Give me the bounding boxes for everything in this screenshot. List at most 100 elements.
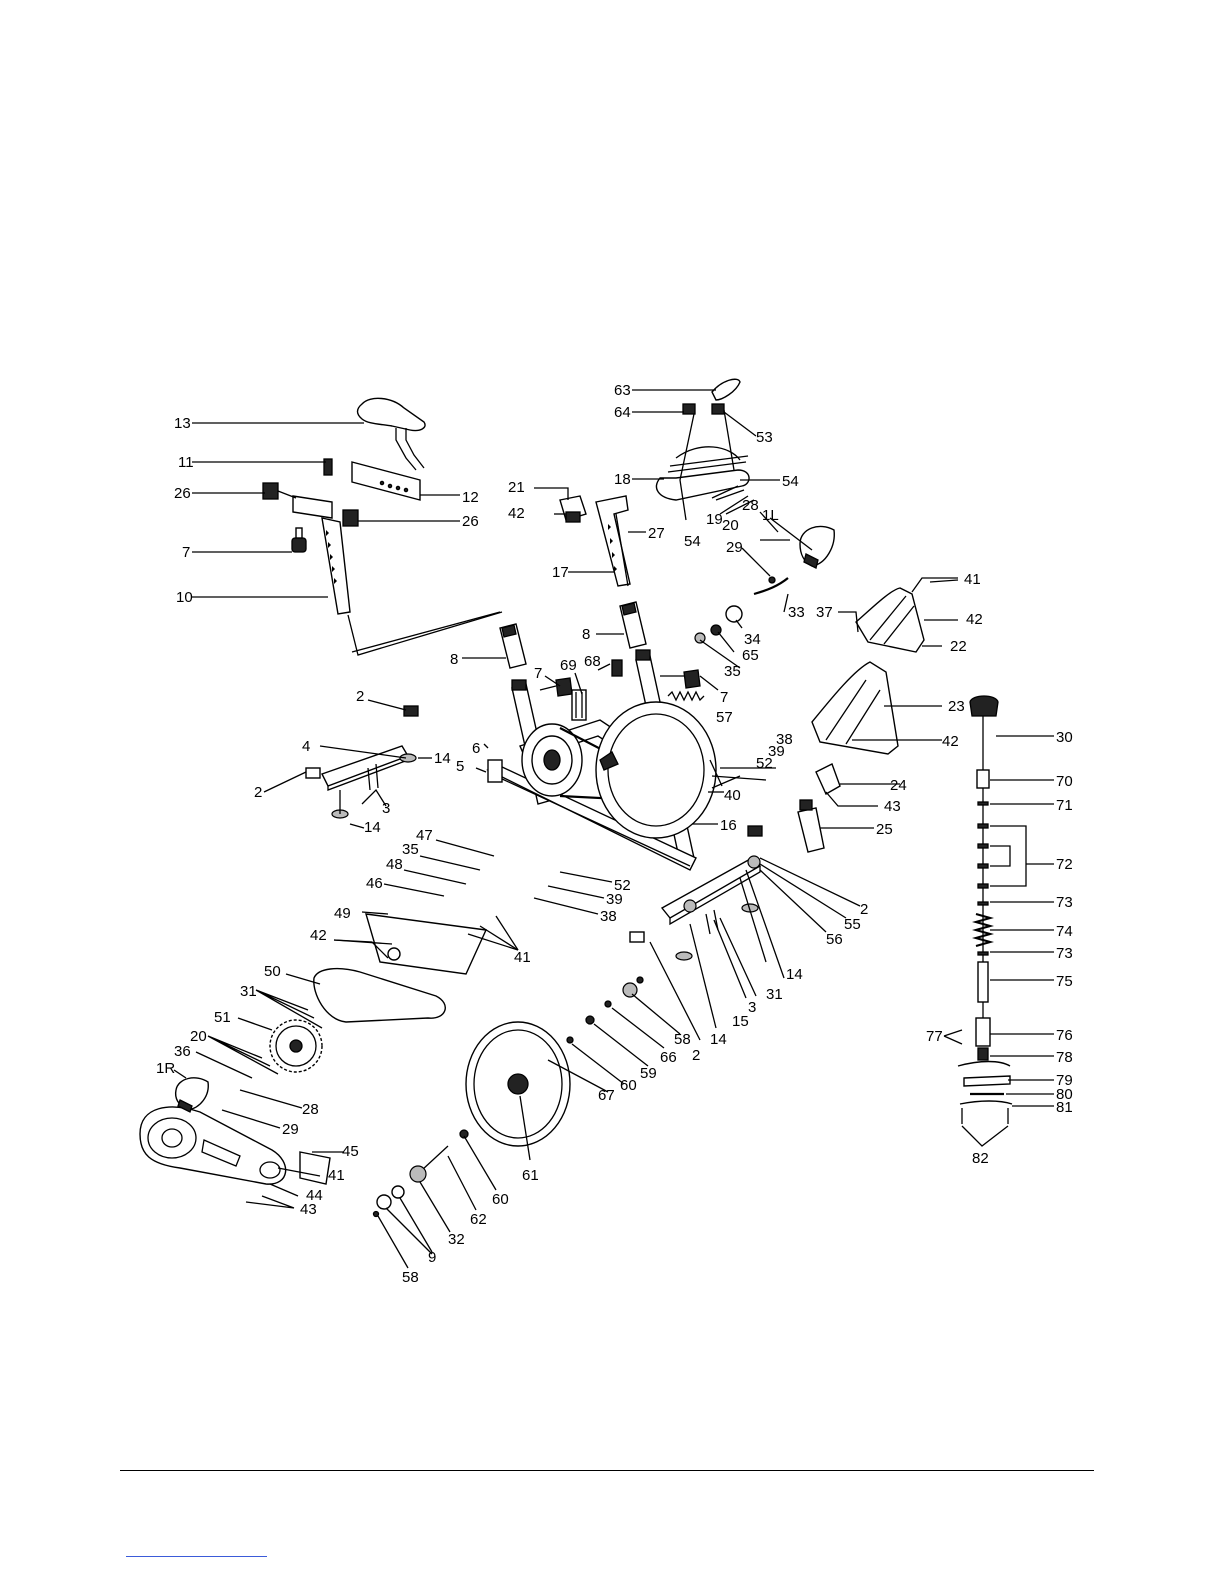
callout-44: 44 [306,1187,323,1204]
callout-14-top: 14 [434,750,451,767]
callout-35-top: 35 [724,663,741,680]
callout-27: 27 [648,525,665,542]
seat-slider [351,461,421,501]
callout-51: 51 [214,1009,231,1026]
callout-41-mid: 41 [514,949,531,966]
callout-73-top: 73 [1056,894,1073,911]
callout-30: 30 [1056,729,1073,746]
callout-60-right: 60 [620,1077,637,1094]
callout-52-mid: 52 [614,877,631,894]
callout-31-right: 31 [766,986,783,1003]
tension-knob [969,695,999,717]
callout-14-left: 14 [364,819,381,836]
callout-71: 71 [1056,797,1073,814]
callout-73-bottom: 73 [1056,945,1073,962]
callout-53: 53 [756,429,773,446]
callout-75: 75 [1056,973,1073,990]
callout-43-left: 43 [300,1201,317,1218]
callout-10: 10 [176,589,193,606]
callout-28-left: 28 [302,1101,319,1118]
callout-15: 15 [732,1013,749,1030]
callout-5: 5 [456,758,464,775]
callout-3-right: 3 [748,999,756,1016]
callout-78: 78 [1056,1049,1073,1066]
callout-54-right: 54 [782,473,799,490]
callout-59: 59 [640,1065,657,1082]
callout-58-right: 58 [674,1031,691,1048]
callout-19: 19 [706,511,723,528]
callout-42-lower: 42 [942,733,959,750]
callout-23: 23 [948,698,965,715]
chain-guard [139,1106,287,1185]
callout-39-mid: 39 [606,891,623,908]
callout-41-tray: 41 [964,571,981,588]
callout-38-mid: 38 [600,908,617,925]
callout-32: 32 [448,1231,465,1248]
callout-12: 12 [462,489,479,506]
leader-lines [173,389,1054,1269]
callout-7-mid: 7 [534,665,542,682]
callout-8-right: 8 [582,626,590,643]
callout-54-bottom: 54 [684,533,701,550]
callout-11: 11 [178,454,194,471]
callout-31-left: 31 [240,983,257,1000]
callout-58-bottom: 58 [402,1269,419,1286]
callout-17: 17 [552,564,569,581]
callout-42-tray: 42 [966,611,983,628]
callout-76: 76 [1056,1027,1073,1044]
callout-39-top: 39 [768,743,785,760]
callout-14-bottom: 14 [710,1031,727,1048]
handlebar [655,469,750,501]
callout-34: 34 [744,631,761,648]
callout-60-bottom: 60 [492,1191,509,1208]
callout-3-left: 3 [382,800,390,817]
callout-13: 13 [174,415,191,432]
callout-82: 82 [972,1150,989,1167]
callout-33: 33 [788,604,805,621]
callout-16: 16 [720,817,737,834]
seat [356,397,426,432]
callout-18: 18 [614,471,631,488]
seat-post [292,495,333,519]
footer-link-underline [126,1556,267,1557]
callout-62: 62 [470,1211,487,1228]
callout-79: 79 [1056,1072,1073,1089]
callout-6: 6 [472,740,480,757]
callout-61: 61 [522,1167,539,1184]
callout-20-top: 20 [722,517,739,534]
callout-26-left: 26 [174,485,191,502]
callout-42-left: 42 [310,927,327,944]
callout-52-top: 52 [756,755,773,772]
callout-28-top: 28 [742,497,759,514]
callout-47: 47 [416,827,433,844]
callout-72: 72 [1056,856,1073,873]
tray-lower [811,661,899,755]
callout-4: 4 [302,738,310,755]
callout-45: 45 [342,1143,359,1160]
callout-2-top: 2 [356,688,364,705]
callout-labels: 13 11 26 7 10 12 26 63 64 53 18 54 19 20… [156,382,1073,1286]
callout-2-right: 2 [860,901,868,918]
callout-48: 48 [386,856,403,873]
callout-50: 50 [264,963,281,980]
callout-37: 37 [816,604,833,621]
callout-64: 64 [614,404,631,421]
callout-74: 74 [1056,923,1073,940]
callout-43-right: 43 [884,798,901,815]
callout-26-right: 26 [462,513,479,530]
callout-69: 69 [560,657,577,674]
callout-29-left: 29 [282,1121,299,1138]
water-bottle [797,807,825,853]
callout-56: 56 [826,931,843,948]
callout-7-left: 7 [182,544,190,561]
callout-9: 9 [428,1249,436,1266]
callout-38-top: 38 [776,731,793,748]
callout-66: 66 [660,1049,677,1066]
callout-29-top: 29 [726,539,743,556]
callout-65: 65 [742,647,759,664]
callout-22: 22 [950,638,967,655]
belt [313,967,446,1023]
main-frame [486,649,717,871]
callout-49: 49 [334,905,351,922]
